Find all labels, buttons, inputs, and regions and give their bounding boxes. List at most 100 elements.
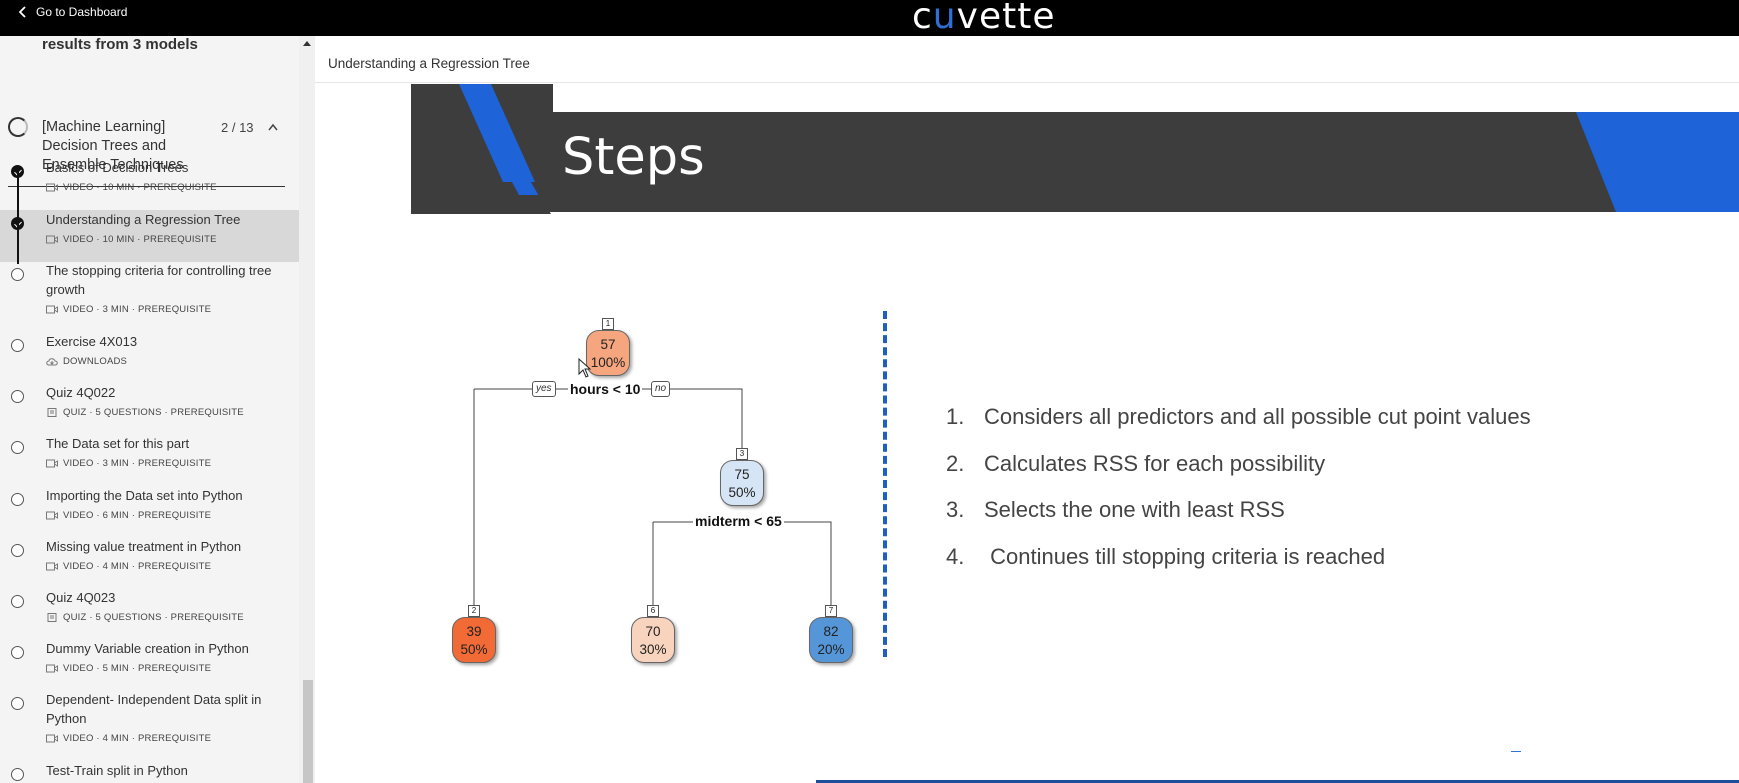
steps-list: 1. Considers all predictors and all possi…	[946, 404, 1531, 590]
quiz-icon	[47, 408, 57, 417]
lesson-meta-text: VIDEO · 10 MIN · PREREQUISITE	[63, 182, 217, 193]
go-to-dashboard-label: Go to Dashboard	[36, 5, 128, 19]
video-icon	[46, 734, 58, 743]
lesson-item[interactable]: Dependent- Independent Data split in Pyt…	[0, 690, 299, 760]
lesson-meta: VIDEO · 4 MIN · PREREQUISITE	[46, 733, 211, 744]
lecture-slide[interactable]: Steps 1 57 100% yes hours < 10 no 3 75 5…	[411, 84, 1739, 783]
lesson-meta-text: QUIZ · 5 QUESTIONS · PREREQUISITE	[63, 407, 244, 418]
lesson-title: Test-Train split in Python	[46, 763, 188, 778]
cloud-download-icon	[46, 358, 58, 366]
incomplete-circle-icon	[11, 441, 24, 454]
tree-node-rl: 70 30%	[631, 617, 675, 663]
lesson-title: The Data set for this part	[46, 436, 190, 451]
node-percent: 100%	[590, 355, 626, 370]
title-divider	[315, 82, 1739, 83]
lesson-meta: VIDEO · 10 MIN · PREREQUISITE	[46, 182, 217, 193]
video-icon	[46, 562, 58, 571]
tree-node-left: 39 50%	[452, 617, 496, 663]
lesson-meta: QUIZ · 5 QUESTIONS · PREREQUISITE	[46, 407, 244, 418]
node-id-left: 2	[468, 605, 480, 617]
slide-mark	[1511, 751, 1521, 752]
chevron-up-icon[interactable]	[268, 123, 278, 131]
lesson-title: Quiz 4Q022	[46, 385, 116, 400]
split-hours: hours < 10	[568, 381, 643, 397]
course-sidebar: results from 3 models [Machine Learning]…	[0, 36, 299, 783]
sidebar-scrollbar[interactable]	[299, 36, 315, 783]
lesson-meta-text: VIDEO · 4 MIN · PREREQUISITE	[63, 561, 212, 572]
step-item: 3.Selects the one with least RSS	[946, 497, 1531, 544]
lesson-meta: VIDEO · 3 MIN · PREREQUISITE	[46, 304, 211, 315]
lesson-title: The stopping criteria for controlling tr…	[46, 263, 272, 297]
previous-item-tail: results from 3 models	[42, 36, 198, 53]
progress-connector	[17, 224, 19, 264]
banner-right-blue	[1576, 112, 1739, 212]
lesson-title: Dummy Variable creation in Python	[46, 641, 249, 656]
section-progress-icon	[8, 117, 28, 137]
node-percent: 50%	[460, 642, 488, 657]
incomplete-circle-icon	[11, 493, 24, 506]
section-title: [Machine Learning] Decision Trees and En…	[42, 119, 184, 173]
video-icon	[46, 459, 58, 468]
incomplete-circle-icon	[11, 544, 24, 557]
sidebar-scroll-thumb[interactable]	[303, 680, 313, 783]
lesson-meta-text: VIDEO · 4 MIN · PREREQUISITE	[63, 733, 212, 744]
edge-root-right	[474, 388, 743, 449]
lesson-meta-text: VIDEO · 3 MIN · PREREQUISITE	[63, 458, 212, 469]
video-icon	[46, 305, 58, 314]
node-id-rl: 6	[647, 605, 659, 617]
lesson-meta: QUIZ · 5 QUESTIONS · PREREQUISITE	[46, 612, 244, 623]
lesson-item[interactable]: The stopping criteria for controlling tr…	[0, 261, 299, 331]
lesson-meta: VIDEO · 4 MIN · PREREQUISITE	[46, 561, 211, 572]
node-percent: 20%	[817, 642, 845, 657]
step-item: 4. Continues till stopping criteria is r…	[946, 544, 1531, 591]
split-midterm: midterm < 65	[693, 513, 784, 529]
node-id-rr: 7	[825, 605, 837, 617]
node-value: 57	[600, 337, 616, 352]
scroll-up-arrow-icon[interactable]	[303, 41, 311, 46]
cuvette-logo: cuvette	[912, 0, 1056, 37]
node-id-root: 1	[602, 318, 614, 330]
mouse-cursor-icon	[578, 358, 592, 378]
no-label: no	[651, 381, 671, 397]
section-header[interactable]: [Machine Learning] Decision Trees and En…	[0, 76, 285, 187]
step-number: 4.	[946, 543, 965, 569]
lesson-title: Basics of Decision Trees	[46, 160, 189, 175]
chevron-left-icon	[18, 6, 26, 18]
step-number: 1.	[946, 404, 965, 429]
lesson-meta-text: DOWNLOADS	[63, 356, 128, 367]
incomplete-circle-icon	[11, 390, 24, 403]
incomplete-circle-icon	[11, 768, 24, 781]
edge-mid-right	[653, 521, 832, 613]
lesson-item[interactable]: Test-Train split in Python	[0, 761, 299, 783]
go-to-dashboard-link[interactable]: Go to Dashboard	[18, 3, 127, 21]
page-title: Understanding a Regression Tree	[328, 56, 530, 71]
tree-node-rr: 82 20%	[809, 617, 853, 663]
node-value: 39	[466, 624, 482, 639]
lesson-meta-text: VIDEO · 5 MIN · PREREQUISITE	[63, 663, 212, 674]
video-icon	[46, 235, 58, 244]
node-percent: 50%	[728, 485, 756, 500]
video-icon	[46, 511, 58, 520]
slide-banner	[411, 84, 1739, 214]
lesson-title: Quiz 4Q023	[46, 590, 116, 605]
step-text: Considers all predictors and all possibl…	[984, 404, 1531, 429]
incomplete-circle-icon	[11, 339, 24, 352]
step-text: Selects the one with least RSS	[984, 497, 1285, 522]
tree-node-root: 57 100%	[586, 330, 630, 376]
lesson-meta: VIDEO · 5 MIN · PREREQUISITE	[46, 663, 211, 674]
section-count: 2 / 13	[221, 120, 254, 135]
node-value: 75	[734, 467, 750, 482]
incomplete-circle-icon	[11, 646, 24, 659]
lesson-meta-text: VIDEO · 3 MIN · PREREQUISITE	[63, 304, 212, 315]
slide-bottom-bar	[816, 780, 1739, 783]
lesson-title: Exercise 4X013	[46, 334, 138, 349]
